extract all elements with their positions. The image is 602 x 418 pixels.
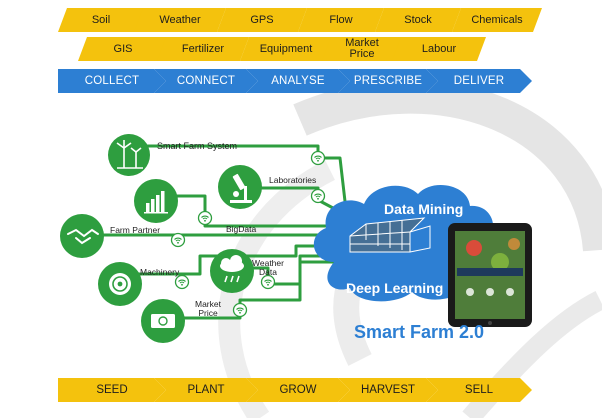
machinery-node [98, 262, 142, 306]
label-bigdata: BigData [226, 224, 257, 234]
wifi-icon [174, 274, 190, 290]
tablet-icon [448, 223, 532, 327]
source-labour: Labour [392, 37, 486, 61]
lifecycle-plant: PLANT [154, 378, 258, 402]
cloud-rain-icon [220, 255, 244, 283]
source-equipment: Equipment [240, 37, 332, 61]
label-machinery: Machinery [140, 267, 180, 277]
lifecycle-harvest: HARVEST [338, 378, 438, 402]
money-icon [151, 314, 175, 328]
step-prescribe: PRESCRIBE [338, 69, 438, 93]
market-price-node [141, 299, 185, 343]
laboratories-node [218, 165, 262, 209]
farm-partner-node [60, 214, 104, 258]
label-laboratories: Laboratories [269, 175, 317, 185]
wifi-icon [260, 274, 276, 290]
greenhouse-icon [349, 217, 431, 253]
step-analyse: ANALYSE [246, 69, 350, 93]
source-stock: Stock [375, 8, 461, 32]
wind-turbine-icon [116, 140, 143, 169]
source-fertilizer: Fertilizer [157, 37, 249, 61]
lifecycle-sell: SELL [426, 378, 532, 402]
source-weather: Weather [134, 8, 226, 32]
label-weather-data: Weather Data [252, 258, 284, 277]
wifi-icon [232, 302, 248, 318]
wifi-icon [310, 188, 326, 204]
handshake-icon [67, 228, 99, 245]
source-gis: GIS [78, 37, 168, 61]
label-market-price: Market Price [195, 299, 221, 318]
gear-icon [109, 273, 131, 295]
lifecycle-grow: GROW [246, 378, 350, 402]
source-chemicals: Chemicals [452, 8, 542, 32]
label-farm-partner: Farm Partner [110, 225, 161, 235]
wifi-icon [310, 150, 326, 166]
microscope-icon [230, 173, 252, 203]
cloud-deep-learning-label: Deep Learning [346, 280, 444, 296]
step-collect: COLLECT [58, 69, 166, 93]
cloud-data-mining-label: Data Mining [384, 201, 464, 217]
wifi-icon [170, 232, 186, 248]
source-gps: GPS [217, 8, 307, 32]
weather-data-node [210, 249, 254, 293]
bar-chart-icon [144, 191, 168, 214]
smart-farm-system-node [108, 134, 150, 176]
lifecycle-seed: SEED [58, 378, 166, 402]
wifi-icon [197, 210, 213, 226]
analytics-node [134, 179, 178, 223]
source-flow: Flow [298, 8, 384, 32]
source-market-price: Market Price [322, 37, 402, 61]
step-deliver: DELIVER [426, 69, 532, 93]
source-soil: Soil [58, 8, 144, 32]
label-smart-farm-system: Smart Farm System [157, 141, 238, 151]
brand-title: Smart Farm 2.0 [354, 322, 485, 342]
step-connect: CONNECT [154, 69, 258, 93]
